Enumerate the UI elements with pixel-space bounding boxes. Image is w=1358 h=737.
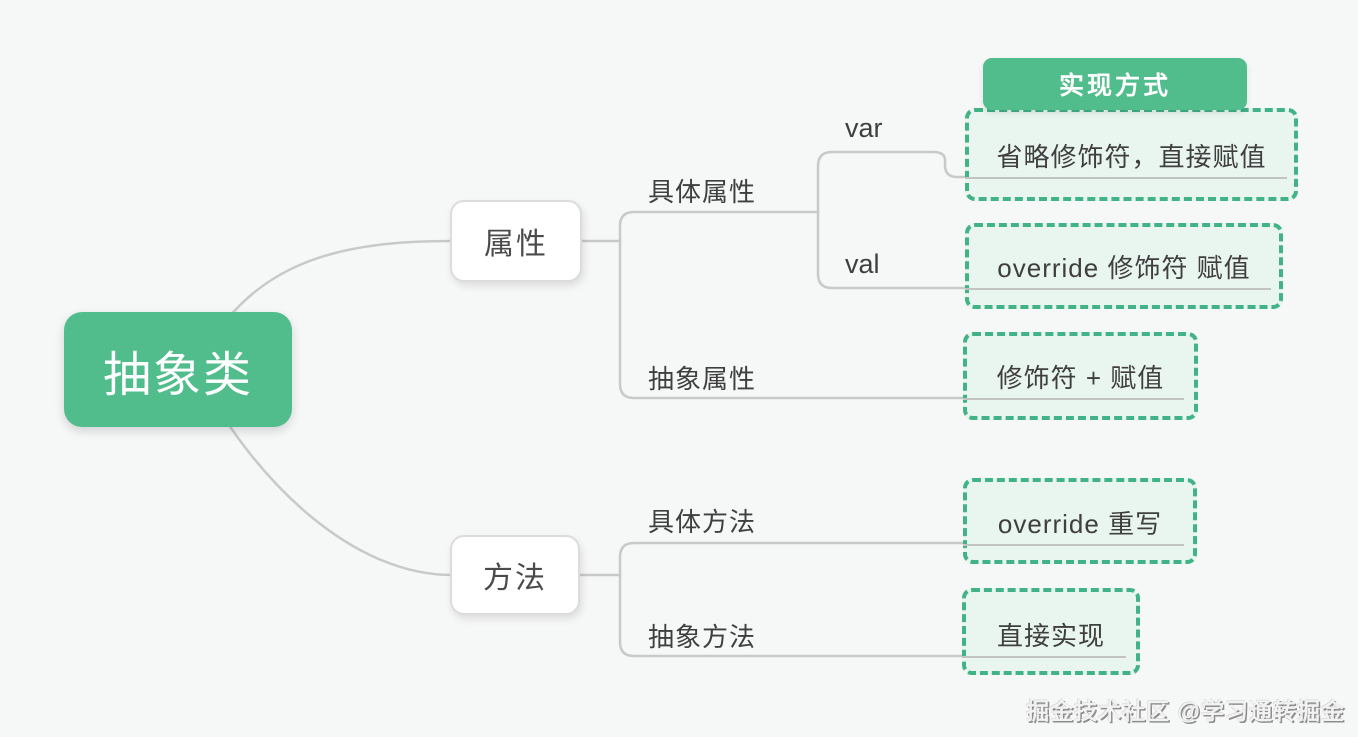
- leaf-underline: [963, 398, 1184, 400]
- label-abstract-attribute[interactable]: 抽象属性: [648, 364, 757, 394]
- leaf-box-abstract-attr-implementation[interactable]: 修饰符 + 赋值: [963, 332, 1198, 420]
- line-abstract-attr: [618, 239, 965, 400]
- leaf-underline: [962, 656, 1126, 658]
- line-val: [816, 210, 968, 290]
- line-concrete-attr: [618, 210, 820, 243]
- leaf-box-concrete-method-implementation[interactable]: override 重写: [963, 478, 1197, 564]
- leaf-box-abstract-method-implementation[interactable]: 直接实现: [962, 588, 1140, 675]
- leaf-box-text: override 修饰符 赋值: [997, 253, 1251, 283]
- label-concrete-attribute[interactable]: 具体属性: [648, 177, 757, 207]
- leaf-box-text: 省略修饰符，直接赋值: [996, 142, 1267, 172]
- label-val[interactable]: val: [845, 249, 880, 279]
- leaf-box-var-implementation[interactable]: 省略修饰符，直接赋值: [965, 108, 1298, 201]
- label-var[interactable]: var: [845, 113, 883, 143]
- leaf-underline: [965, 288, 1271, 290]
- leaf-box-text: 直接实现: [996, 621, 1105, 651]
- label-abstract-method[interactable]: 抽象方法: [648, 622, 757, 652]
- watermark: 掘金技术社区 @学习通转掘金: [1026, 698, 1345, 724]
- line-abstract-method: [618, 573, 965, 658]
- label-concrete-method[interactable]: 具体方法: [648, 507, 757, 537]
- root-node-abstract-class[interactable]: 抽象类: [64, 312, 292, 427]
- line-var: [816, 150, 968, 214]
- leaf-underline: [965, 177, 1287, 179]
- branch-node-attributes[interactable]: 属性: [450, 200, 582, 282]
- leaf-box-val-implementation[interactable]: override 修饰符 赋值: [965, 223, 1283, 309]
- branch-node-methods[interactable]: 方法: [450, 535, 580, 615]
- legend-badge-implementation[interactable]: 实现方式: [983, 58, 1247, 110]
- leaf-underline: [963, 544, 1184, 546]
- leaf-box-text: 修饰符 + 赋值: [996, 363, 1165, 393]
- line-concrete-method: [618, 541, 966, 577]
- leaf-box-text: override 重写: [997, 509, 1163, 539]
